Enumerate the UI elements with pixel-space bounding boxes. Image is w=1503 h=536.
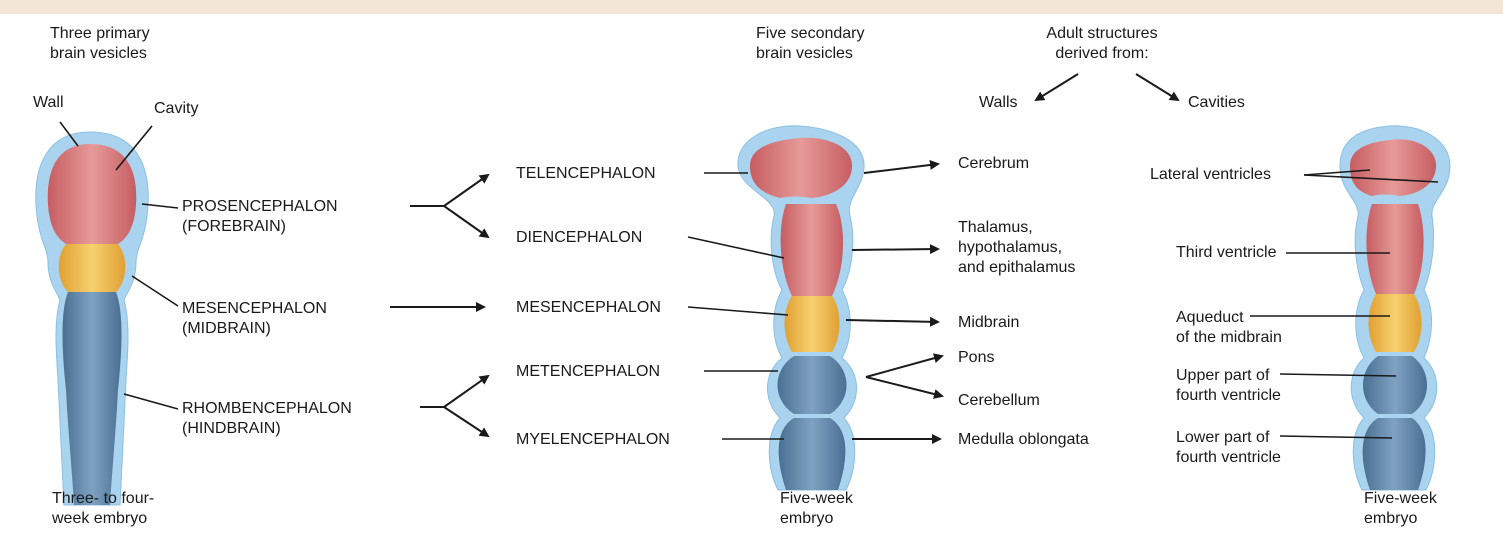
header-adult-structures: Adult structures derived from:	[1032, 24, 1172, 64]
label-cerebrum: Cerebrum	[958, 154, 1029, 174]
label-wall: Wall	[33, 93, 64, 113]
header-secondary-vesicles: Five secondary brain vesicles	[756, 24, 865, 64]
left-embryo-midbrain	[59, 244, 126, 292]
label-rhombencephalon: RHOMBENCEPHALON (HINDBRAIN)	[182, 399, 352, 439]
label-upper-fourth-ventricle: Upper part of fourth ventricle	[1176, 366, 1281, 406]
label-metencephalon: METENCEPHALON	[516, 362, 660, 382]
right-embryo-lower-fourth-ventricle	[1363, 418, 1426, 490]
label-cavity: Cavity	[154, 99, 198, 119]
header-cavities: Cavities	[1188, 93, 1245, 113]
label-medulla-oblongata: Medulla oblongata	[958, 430, 1089, 450]
label-thalamus: Thalamus, hypothalamus, and epithalamus	[958, 218, 1075, 278]
right-embryo-third-ventricle	[1366, 204, 1423, 294]
label-mesencephalon-secondary: MESENCEPHALON	[516, 298, 661, 318]
label-lower-fourth-ventricle: Lower part of fourth ventricle	[1176, 428, 1281, 468]
secondary-vesicles-embryo	[738, 126, 864, 490]
caption-three-to-four-week: Three- to four- week embryo	[52, 489, 154, 529]
header-primary-vesicles: Three primary brain vesicles	[50, 24, 150, 64]
middle-embryo-diencephalon	[781, 204, 843, 296]
caption-five-week-right: Five-week embryo	[1364, 489, 1437, 529]
label-cerebellum: Cerebellum	[958, 391, 1040, 411]
label-midbrain: Midbrain	[958, 313, 1019, 333]
left-embryo-forebrain	[48, 144, 136, 244]
caption-five-week-middle: Five-week embryo	[780, 489, 853, 529]
label-telencephalon: TELENCEPHALON	[516, 164, 656, 184]
middle-embryo-telencephalon	[750, 138, 852, 198]
label-third-ventricle: Third ventricle	[1176, 243, 1276, 263]
middle-embryo-myelencephalon	[779, 418, 846, 490]
label-lateral-ventricles: Lateral ventricles	[1150, 165, 1271, 185]
middle-embryo-mesencephalon	[785, 296, 840, 352]
right-embryo-lateral-ventricles	[1350, 139, 1436, 196]
right-embryo-aqueduct	[1369, 294, 1422, 352]
label-aqueduct: Aqueduct of the midbrain	[1176, 308, 1282, 348]
label-mesencephalon-primary: MESENCEPHALON (MIDBRAIN)	[182, 299, 327, 339]
middle-embryo-metencephalon	[778, 356, 847, 414]
right-embryo-upper-fourth-ventricle	[1363, 356, 1427, 414]
label-pons: Pons	[958, 348, 994, 368]
header-walls: Walls	[979, 93, 1018, 113]
label-prosencephalon: PROSENCEPHALON (FOREBRAIN)	[182, 197, 338, 237]
label-diencephalon: DIENCEPHALON	[516, 228, 642, 248]
label-myelencephalon: MYELENCEPHALON	[516, 430, 670, 450]
primary-vesicles-embryo	[36, 132, 148, 505]
